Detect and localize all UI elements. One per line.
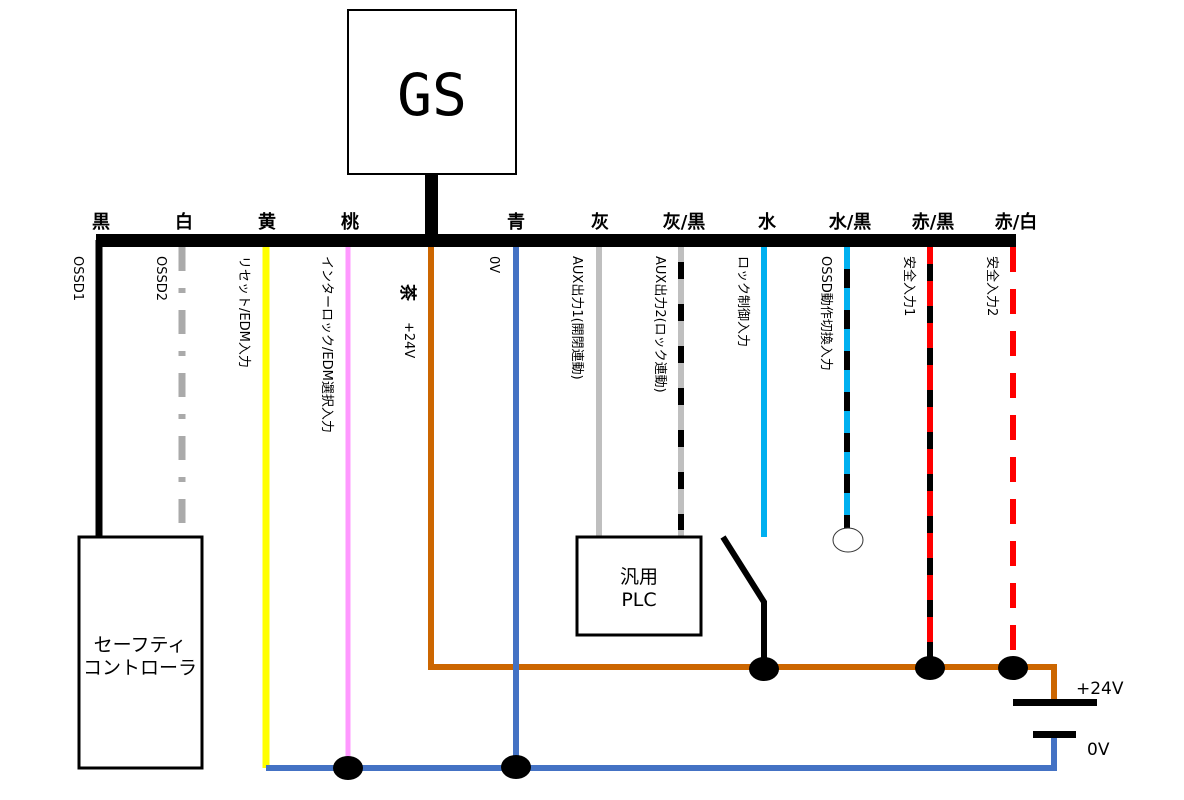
zero-v-label: 0V: [1087, 740, 1110, 760]
color-label-lightblue: 水: [758, 211, 777, 233]
junction-dot: [749, 657, 779, 681]
color-label-red-black: 赤/黒: [912, 212, 955, 233]
wire-function-label: AUX出力2(ロック連動): [652, 256, 667, 393]
color-label-black: 黒: [92, 212, 110, 233]
battery-plus-plate: [1013, 699, 1097, 706]
safety-controller-box: [77, 535, 204, 770]
junction-dot: [333, 756, 363, 780]
color-label-yellow: 黄: [258, 211, 276, 233]
gs-device-label: GS: [397, 61, 467, 129]
color-label-pink: 桃: [341, 211, 359, 233]
safety-controller-label-1: セーフティ: [94, 634, 187, 656]
gs-device-box: [347, 9, 517, 175]
safety-controller-label-2: コントローラ: [83, 657, 197, 679]
gs-cable-trunk: [425, 174, 438, 242]
switch-icon: [720, 535, 767, 667]
color-label-white: 白: [175, 211, 193, 233]
open-terminal: [832, 527, 864, 553]
wire-function-label: 安全入力1: [901, 256, 917, 316]
cable-bundle: [96, 234, 1016, 247]
wire-function-label: +24V: [401, 322, 416, 358]
wire-function-label: インターロック/EDM選択入力: [319, 256, 334, 433]
wire-function-label: 安全入力2: [984, 256, 1000, 316]
wire-function-label: OSSD1: [70, 256, 85, 301]
color-label-red-white: 赤/白: [995, 211, 1038, 233]
plc-label-2: PLC: [621, 589, 656, 611]
junction-dot: [501, 755, 531, 779]
wire-brown: [428, 247, 1057, 700]
wire-function-label: 0V: [486, 256, 501, 273]
junction-dot: [998, 656, 1028, 680]
plc-box: [575, 535, 703, 637]
junction-dot: [915, 656, 945, 680]
plc-label-1: 汎用: [620, 566, 658, 588]
color-label-blue: 青: [507, 212, 525, 233]
color-label-gray: 灰: [591, 211, 609, 233]
color-label-gray-black: 灰/黒: [663, 211, 706, 233]
wire-function-label: OSSD2: [153, 256, 168, 301]
wire-blue: [513, 247, 1057, 771]
color-label-brown: 茶: [397, 284, 418, 302]
battery-minus-plate: [1033, 731, 1076, 738]
plus-24v-label: +24V: [1076, 679, 1124, 699]
wire-function-label: OSSD動作切換入力: [818, 256, 833, 371]
wire-function-label: AUX出力1(開閉連動): [569, 256, 584, 380]
wire-function-label: リセット/EDM入力: [236, 256, 251, 368]
color-label-lightblue-black: 水/黒: [829, 211, 872, 233]
wire-function-label: ロック制御入力: [735, 256, 750, 347]
